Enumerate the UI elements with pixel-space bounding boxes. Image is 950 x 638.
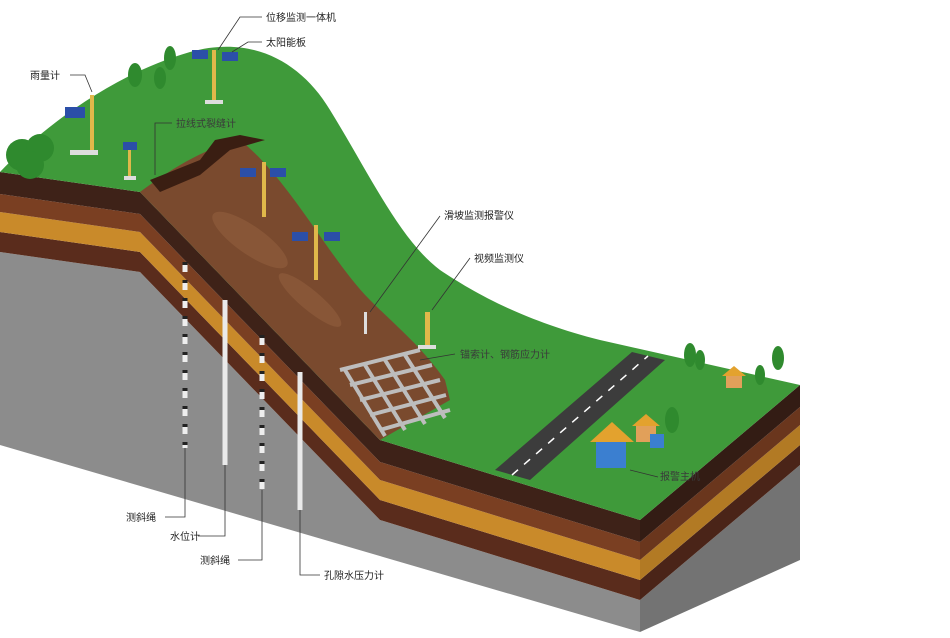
label-displacement-unit: 位移监测一体机 — [266, 11, 336, 24]
road-markings — [511, 355, 649, 476]
soil-layer-brown — [0, 194, 640, 560]
soil-right-orange — [640, 425, 800, 580]
strata-front — [0, 172, 640, 632]
label-alarm-host: 报警主机 — [660, 470, 700, 483]
borehole-instruments — [182, 262, 303, 510]
label-pore-pressure: 孔隙水压力计 — [324, 569, 384, 582]
soil-layer-top — [0, 172, 640, 542]
trees — [128, 46, 784, 433]
rock-layer — [0, 252, 640, 632]
rock-layer-right — [640, 465, 800, 632]
anchor-frame-grid — [339, 348, 451, 438]
monitoring-devices — [65, 50, 436, 349]
bush — [6, 134, 54, 179]
label-water-level: 水位计 — [170, 530, 200, 543]
soil-layer-dark-lower — [0, 232, 640, 600]
soil-layer-orange — [0, 212, 640, 580]
label-inclinometer-2: 测斜绳 — [200, 554, 230, 567]
leader-lines — [70, 16, 659, 576]
label-video-monitor: 视频监测仪 — [474, 252, 524, 265]
landslide-scarp — [150, 135, 265, 192]
houses — [590, 366, 746, 468]
label-landslide-alarm: 滑坡监测报警仪 — [444, 209, 514, 222]
soil-right-brown — [640, 407, 800, 560]
label-solar-panel: 太阳能板 — [266, 36, 306, 49]
slide-streaks — [212, 211, 342, 327]
label-inclinometer-1: 测斜绳 — [126, 511, 156, 524]
soil-right-top — [640, 385, 800, 542]
label-anchor-meter: 锚索计、钢筋应力计 — [460, 348, 550, 361]
label-rain-gauge: 雨量计 — [30, 69, 60, 82]
soil-right-lower — [640, 445, 800, 600]
road — [495, 352, 665, 480]
strata-right — [640, 385, 800, 632]
label-crack-meter: 拉线式裂缝计 — [176, 117, 236, 130]
